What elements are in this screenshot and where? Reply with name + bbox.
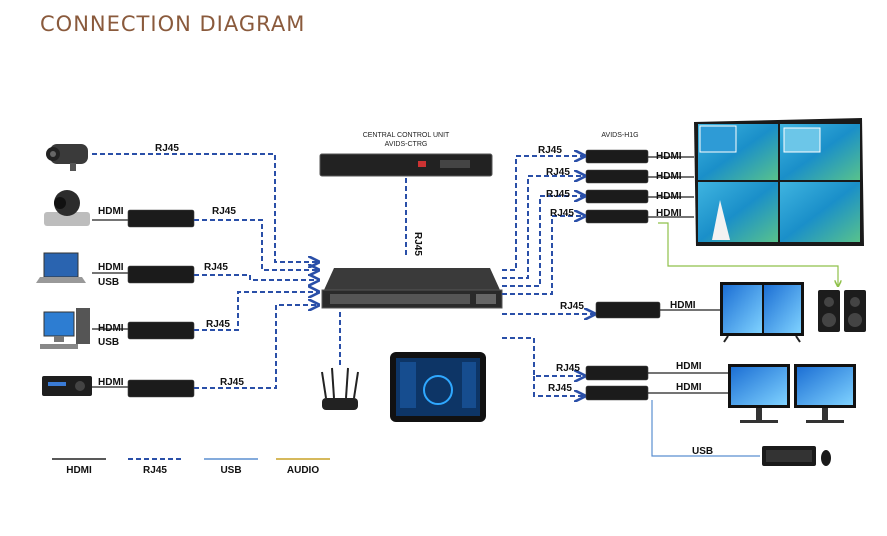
rj45-label-d1: RJ45 — [538, 145, 562, 156]
desktop-pc-icon — [40, 308, 90, 349]
decoder-box-m1 — [585, 365, 649, 381]
decoder-box-4 — [585, 209, 649, 224]
decoder-model-label: AVIDS-H1G — [601, 132, 638, 139]
tv-icon — [720, 282, 804, 343]
rj45-label-d3: RJ45 — [546, 189, 570, 200]
legend-audio: AUDIO — [287, 465, 319, 476]
rj45-label-1: RJ45 — [155, 143, 179, 154]
decoder-box-2 — [585, 169, 649, 184]
rj45-label-4: RJ45 — [206, 319, 230, 330]
central-control-unit — [319, 153, 493, 177]
rj45-label-5: RJ45 — [220, 377, 244, 388]
usb-label-laptop: USB — [98, 277, 119, 288]
decoder-box-3 — [585, 189, 649, 204]
rj45-label-ctrl: RJ45 — [412, 232, 423, 256]
encoder-box-4 — [127, 379, 195, 398]
decoder-box-tv — [595, 301, 661, 319]
hdmi-label-laptop: HDMI — [98, 262, 124, 273]
video-wall-icon — [694, 118, 864, 246]
encoder-box-1 — [127, 209, 195, 228]
legend-rj45: RJ45 — [143, 465, 167, 476]
central-unit-title: CENTRAL CONTROL UNIT — [363, 132, 450, 139]
encoder-box-3 — [127, 321, 195, 340]
hdmi-label-w1: HDMI — [656, 151, 682, 162]
rj45-label-m2: RJ45 — [548, 383, 572, 394]
decoder-box-1 — [585, 149, 649, 164]
tablet-icon — [390, 352, 486, 422]
hdmi-label-w2: HDMI — [656, 171, 682, 182]
rj45-label-tv: RJ45 — [560, 301, 584, 312]
hdmi-label-receiver: HDMI — [98, 377, 124, 388]
hdmi-label-m1: HDMI — [676, 361, 702, 372]
wifi-router-icon — [321, 367, 359, 410]
cctv-camera-icon — [46, 144, 88, 171]
usb-label-keyboard: USB — [692, 446, 713, 457]
encoder-box-2 — [127, 265, 195, 284]
rj45-label-3: RJ45 — [204, 262, 228, 273]
dual-monitor-icon — [728, 364, 856, 423]
central-unit-model: AVIDS-CTRG — [385, 141, 428, 148]
ptz-camera-icon — [44, 190, 90, 226]
hdmi-label-tv: HDMI — [670, 300, 696, 311]
legend: HDMI RJ45 USB AUDIO — [52, 458, 330, 476]
speaker-icon — [818, 290, 866, 332]
decoder-box-m2 — [585, 385, 649, 401]
network-switch-icon — [321, 268, 503, 309]
hdmi-label-pc: HDMI — [98, 323, 124, 334]
rj45-label-d4: RJ45 — [550, 208, 574, 219]
av-receiver-icon — [42, 376, 92, 396]
rj45-label-2: RJ45 — [212, 206, 236, 217]
hdmi-label-w4: HDMI — [656, 208, 682, 219]
laptop-icon — [36, 252, 86, 283]
hdmi-label-w3: HDMI — [656, 191, 682, 202]
legend-usb: USB — [220, 465, 241, 476]
rj45-label-d2: RJ45 — [546, 167, 570, 178]
keyboard-mouse-icon — [762, 446, 831, 466]
page-title: CONNECTION DIAGRAM — [40, 12, 306, 36]
hdmi-label-m2: HDMI — [676, 382, 702, 393]
legend-hdmi: HDMI — [66, 465, 92, 476]
rj45-label-m1: RJ45 — [556, 363, 580, 374]
usb-label-pc: USB — [98, 337, 119, 348]
hdmi-label-ptz: HDMI — [98, 206, 124, 217]
